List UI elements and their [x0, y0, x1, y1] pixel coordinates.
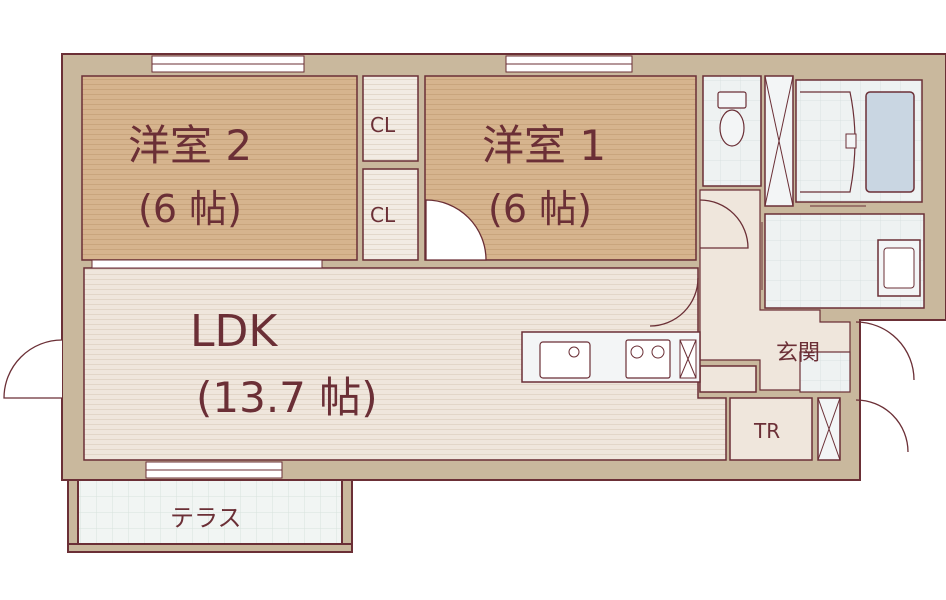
room-size-western-2: (6 帖)	[138, 187, 242, 231]
sliding-doors	[91, 108, 866, 290]
room-western-2-floor	[81, 75, 358, 261]
terrace	[67, 477, 353, 553]
door-swings	[3, 199, 915, 453]
room-ldk-floor	[83, 267, 727, 461]
entrance-floor	[799, 351, 851, 393]
kitchen-counter	[521, 331, 701, 383]
room-name-ldk: LDK	[190, 306, 278, 357]
bath-fixture	[845, 133, 857, 149]
closet-label-upper: CL	[370, 113, 396, 137]
terrace-label: テラス	[170, 504, 242, 532]
trunk-room-label: TR	[753, 419, 780, 443]
shoe-cabinet-upper	[764, 75, 794, 207]
trunk-room-floor	[729, 397, 813, 461]
toilet-fixture	[717, 91, 747, 147]
windows	[145, 55, 633, 479]
shoe-cabinet-lower	[817, 397, 841, 461]
closet-lower	[362, 168, 419, 261]
room-size-ldk: (13.7 帖)	[196, 373, 378, 422]
entrance-label: 玄関	[776, 341, 820, 366]
wash-basin-bowl	[883, 247, 915, 289]
room-name-western-2: 洋室 2	[128, 121, 252, 170]
closet-upper	[362, 75, 419, 162]
closet-label-lower: CL	[370, 203, 396, 227]
room-size-western-1: (6 帖)	[488, 187, 592, 231]
bathtub	[865, 91, 915, 193]
room-name-western-1: 洋室 1	[482, 121, 606, 170]
hallway-floor	[699, 189, 851, 391]
storage-small	[699, 365, 757, 393]
